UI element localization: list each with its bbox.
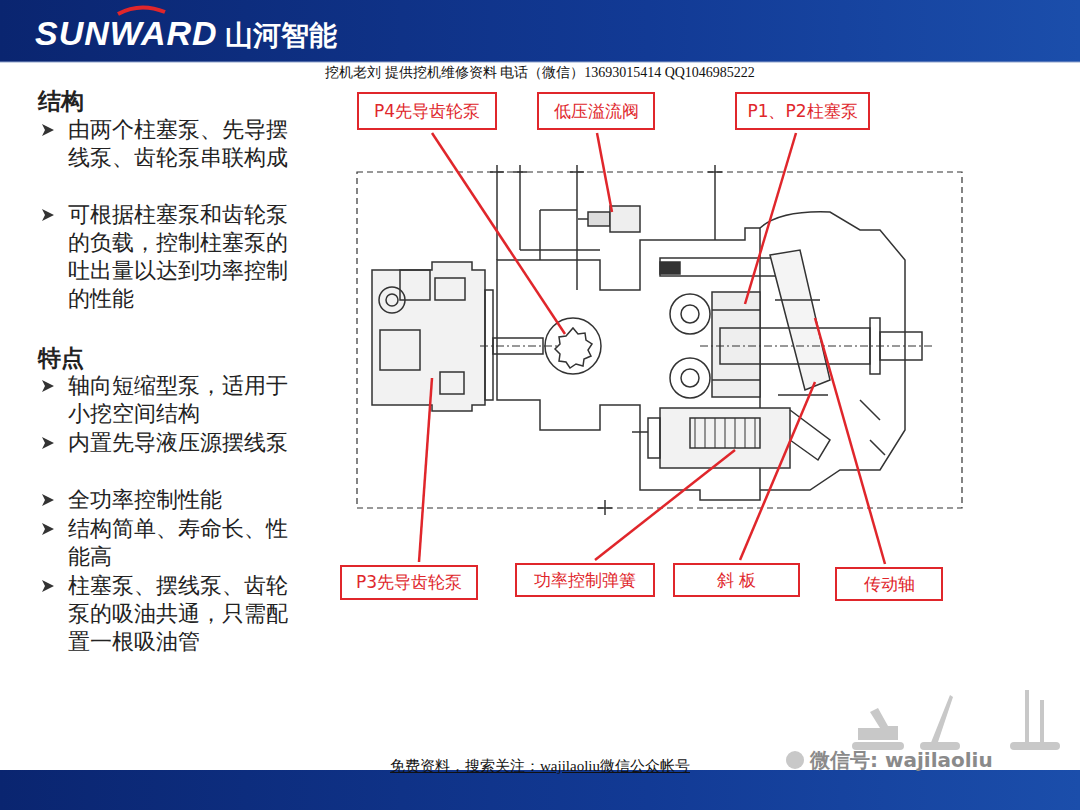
bullet-text: 柱塞泵、摆线泵、齿轮泵的吸油共通，只需配置一根吸油管	[68, 572, 290, 656]
bullet-text: 结构简单、寿命长、性能高	[68, 515, 290, 571]
footer-bar	[0, 770, 1080, 810]
logo-text: 山河智能	[225, 17, 337, 55]
logo-text: SUNWARD	[35, 14, 218, 53]
callout-text: 功率控制弹簧	[534, 569, 636, 592]
callout-text: P3先导齿轮泵	[356, 571, 462, 594]
callout-text: 低压溢流阀	[554, 100, 639, 123]
bullet-text: 由两个柱塞泵、先导摆线泵、齿轮泵串联构成	[68, 116, 290, 172]
bullet-text: 内置先导液压源摆线泵	[68, 429, 290, 457]
callout-text: P4先导齿轮泵	[374, 100, 480, 123]
callout-box: P4先导齿轮泵	[357, 92, 497, 130]
watermark: 微信号: wajilaoliu	[810, 747, 993, 774]
callout-text: 斜 板	[717, 569, 756, 592]
callout-box: 功率控制弹簧	[515, 563, 655, 597]
callout-box: 低压溢流阀	[537, 92, 655, 130]
pump-drawing	[357, 165, 962, 515]
callout-box: P1、P2柱塞泵	[735, 92, 870, 130]
callout-text: 传动轴	[864, 573, 915, 596]
section-heading: 特点	[38, 343, 84, 374]
header-note: 挖机老刘 提供挖机维修资料 电话（微信）13693015414 QQ104698…	[0, 64, 1080, 82]
callout-box: 传动轴	[835, 567, 943, 601]
bullet-text: 全功率控制性能	[68, 486, 290, 514]
header-bar	[0, 0, 1080, 62]
callout-text: P1、P2柱塞泵	[747, 100, 857, 123]
bullet-text: 可根据柱塞泵和齿轮泵的负载，控制柱塞泵的吐出量以达到功率控制的性能	[68, 201, 290, 313]
section-heading: 结构	[38, 86, 84, 117]
callout-box: 斜 板	[673, 563, 800, 597]
bullet-text: 轴向短缩型泵，适用于小挖空间结构	[68, 372, 290, 428]
leader-lines	[419, 133, 885, 564]
callout-box: P3先导齿轮泵	[340, 565, 478, 600]
logo-swoosh	[118, 7, 165, 14]
